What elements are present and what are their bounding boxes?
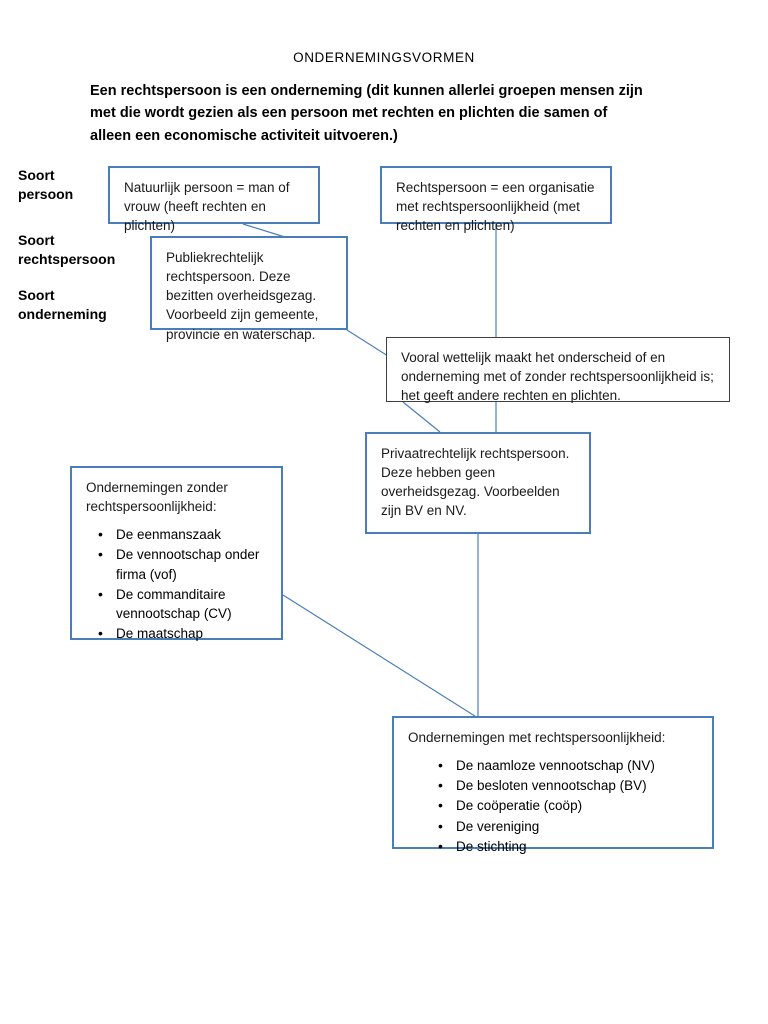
- side-label-line-2: onderneming: [18, 305, 107, 322]
- node-vooral-wettelijk-text: Vooral wettelijk maakt het onderscheid o…: [401, 350, 714, 404]
- node-met-list: De naamloze vennootschap (NV) De beslote…: [408, 756, 700, 857]
- side-label-soort-onderneming: Soort onderneming: [18, 286, 148, 324]
- node-publiekrechtelijk-text: Publiekrechtelijk rechtspersoon. Deze be…: [166, 250, 319, 342]
- node-ondernemingen-zonder-rechtspersoonlijkheid[interactable]: Ondernemingen zonder rechtspersoonlijkhe…: [70, 466, 283, 644]
- side-label-line-1: Soort: [18, 167, 55, 183]
- list-item: De vereniging: [438, 817, 700, 837]
- side-label-soort-persoon: Soort persoon: [18, 166, 128, 204]
- node-privaatrechtelijk-text: Privaatrechtelijk rechtspersoon. Deze he…: [381, 446, 570, 519]
- side-label-line-2: persoon: [18, 185, 74, 202]
- node-met-heading: Ondernemingen met rechtspersoonlijkheid:: [408, 730, 666, 745]
- page-title: ONDERNEMINGSVORMEN: [293, 50, 475, 65]
- side-label-line-1: Soort: [18, 232, 55, 248]
- node-publiekrechtelijk-rechtspersoon[interactable]: Publiekrechtelijk rechtspersoon. Deze be…: [150, 236, 348, 342]
- node-rechtspersoon-text: Rechtspersoon = een organisatie met rech…: [396, 180, 595, 234]
- list-item: De stichting: [438, 837, 700, 857]
- side-label-soort-rechtspersoon: Soort rechtspersoon: [18, 231, 148, 269]
- node-natuurlijk-persoon-text: Natuurlijk persoon = man of vrouw (heeft…: [124, 180, 290, 234]
- connector-zonder-to-met-rp: [282, 594, 479, 719]
- side-label-line-1: Soort: [18, 287, 55, 303]
- side-label-line-2: rechtspersoon: [18, 250, 116, 267]
- node-zonder-list: De eenmanszaak De vennootschap onder fir…: [86, 525, 269, 644]
- list-item: De besloten vennootschap (BV): [438, 776, 700, 796]
- list-item: De eenmanszaak: [98, 525, 269, 545]
- node-natuurlijk-persoon[interactable]: Natuurlijk persoon = man of vrouw (heeft…: [108, 166, 320, 233]
- list-item: De coöperatie (coöp): [438, 796, 700, 816]
- node-ondernemingen-met-rechtspersoonlijkheid[interactable]: Ondernemingen met rechtspersoonlijkheid:…: [392, 716, 714, 857]
- list-item: De maatschap: [98, 624, 269, 644]
- node-zonder-heading: Ondernemingen zonder rechtspersoonlijkhe…: [86, 480, 228, 515]
- node-rechtspersoon[interactable]: Rechtspersoon = een organisatie met rech…: [380, 166, 612, 233]
- list-item: De naamloze vennootschap (NV): [438, 756, 700, 776]
- node-vooral-wettelijk[interactable]: Vooral wettelijk maakt het onderscheid o…: [386, 337, 730, 403]
- node-privaatrechtelijk-rechtspersoon[interactable]: Privaatrechtelijk rechtspersoon. Deze he…: [365, 432, 591, 534]
- intro-paragraph: Een rechtspersoon is een onderneming (di…: [90, 83, 643, 144]
- connector-publiekrechtelijk-to-vooral: [346, 329, 389, 357]
- list-item: De commanditaire vennootschap (CV): [98, 585, 269, 623]
- list-item: De vennootschap onder firma (vof): [98, 545, 269, 583]
